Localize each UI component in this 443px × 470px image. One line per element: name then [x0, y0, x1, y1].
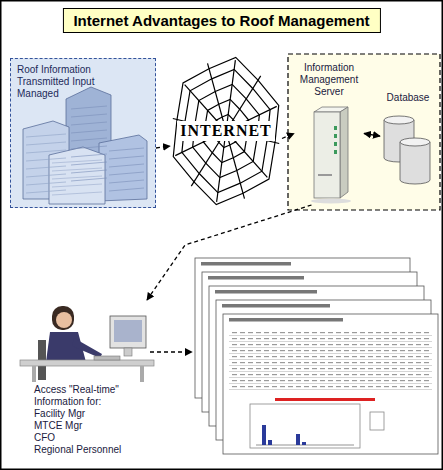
node-text: Information Management Server [294, 62, 364, 98]
report-sheet [223, 314, 438, 454]
server-box: Information Management Server [294, 62, 364, 205]
web-ring [173, 57, 278, 204]
window-row [26, 142, 66, 145]
illustration [12, 300, 162, 384]
hair [52, 306, 74, 330]
keyboard [94, 356, 120, 360]
window-row [26, 190, 66, 193]
window-row [52, 176, 102, 179]
database-cylinder [400, 142, 430, 184]
window-row [52, 192, 102, 195]
node-text: Regional Personnel [12, 444, 146, 456]
flow-connector [364, 134, 380, 137]
head [56, 312, 72, 328]
node-text: Facility Mgr [12, 408, 146, 420]
database-top [400, 138, 430, 146]
building [99, 135, 147, 201]
chart-bar [262, 425, 266, 445]
flow-connector [282, 134, 294, 139]
chart-title-bar [275, 398, 375, 401]
window-row [26, 134, 66, 137]
title-bar: Internet Advantages to Roof Management [62, 8, 380, 33]
roof-info-box: Roof Information Transmitted Input Manag… [10, 58, 156, 208]
server-led [334, 142, 337, 146]
window-row [109, 180, 144, 183]
window-row [26, 150, 66, 153]
window-row [71, 130, 107, 133]
chart-bar [302, 442, 306, 445]
server-led [334, 126, 337, 130]
server-led [334, 134, 337, 138]
server-led [334, 150, 337, 154]
report-table [229, 330, 432, 392]
server-front [314, 112, 340, 198]
window-row [71, 106, 107, 109]
sheet-heading-bar [201, 262, 291, 266]
window-row [52, 184, 102, 187]
sheet-heading-bar [229, 318, 343, 322]
chart-bar [268, 440, 272, 445]
window-row [109, 164, 144, 167]
node-text: Access "Real-time" Information for: [12, 384, 146, 408]
node-text: CFO [12, 432, 146, 444]
illustration [380, 110, 436, 188]
window-row [71, 122, 107, 125]
window-row [109, 156, 144, 159]
flow-connector [156, 146, 170, 148]
server-side [340, 107, 348, 198]
node-text: Database [380, 92, 436, 104]
node-text: MTCE Mgr [12, 420, 146, 432]
window-row [109, 188, 144, 191]
internet-web: INTERNET [170, 56, 282, 206]
chart-frame [250, 404, 360, 448]
building [49, 147, 105, 204]
window-row [71, 138, 107, 141]
window-row [71, 146, 107, 149]
flow-connector [147, 205, 312, 300]
chart-key [370, 412, 384, 430]
monitor [110, 316, 146, 348]
window-row [71, 154, 107, 157]
node-text: Roof Information Transmitted Input Manag… [11, 59, 123, 105]
desk-leg [140, 366, 144, 382]
window-row [26, 182, 66, 185]
window-row [71, 114, 107, 117]
server-group-outline [288, 54, 440, 210]
desk [20, 360, 154, 366]
window-row [71, 162, 107, 165]
sheet-heading-bar [222, 304, 330, 308]
window-row [52, 160, 102, 163]
report-arrow [150, 351, 192, 352]
desk-leg [32, 366, 36, 382]
window-row [109, 148, 144, 151]
server-shadow [311, 199, 351, 204]
arm [72, 338, 102, 358]
window-row [71, 170, 107, 173]
report-stack [195, 258, 438, 454]
chart-bar [296, 434, 300, 445]
sheet-heading-bar [208, 276, 304, 280]
window-row [71, 178, 107, 181]
user-workstation: Access "Real-time" Information for:Facil… [12, 300, 162, 462]
server-slot [318, 174, 332, 176]
monitor-stand [124, 348, 132, 356]
node-text: INTERNET [177, 121, 275, 141]
window-row [26, 158, 66, 161]
window-row [52, 168, 102, 171]
illustration [294, 104, 364, 204]
window-row [26, 166, 66, 169]
window-row [109, 172, 144, 175]
database-box: Database [380, 92, 436, 190]
monitor-screen [114, 320, 142, 342]
sheet-heading-bar [215, 290, 317, 294]
window-row [26, 174, 66, 177]
database-top [384, 116, 414, 124]
